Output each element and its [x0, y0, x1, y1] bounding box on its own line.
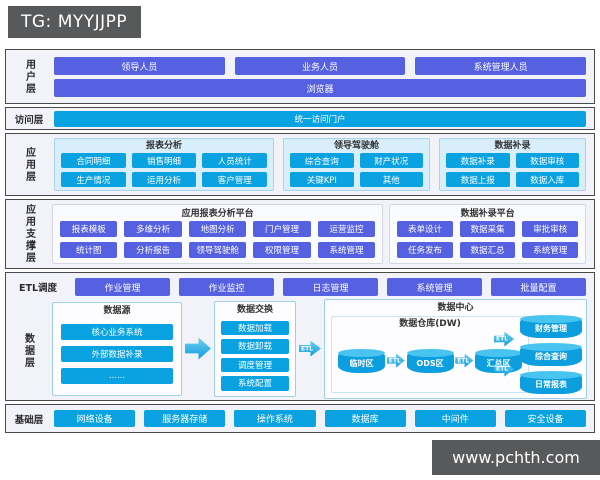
support-item: 系统管理 [522, 242, 578, 258]
etl-schedule-row: ETL调度 作业管理 作业监控 日志管理 系统管理 批量配置 [10, 278, 586, 296]
app-item: 合同明细 [61, 153, 126, 168]
support-item: 任务发布 [397, 242, 453, 258]
exchange-item: 数据加载 [221, 320, 289, 335]
support-item: 领导驾驶舱 [188, 242, 247, 258]
access-layer-label: 访问层 [14, 114, 44, 126]
app-item: 关键KPI [290, 172, 354, 187]
data-warehouse-box: 数据仓库(DW) 临时区 ETL ODS区 ETL 汇总区 [331, 315, 529, 393]
support-item: 数据汇总 [459, 242, 516, 258]
output-cylinder: 综合查询 [520, 342, 582, 366]
support-item: 统计图 [60, 242, 118, 258]
output-cylinder: 日常报表 [520, 370, 582, 394]
app-layer-label: 应用层 [23, 146, 35, 183]
top-watermark: TG: MYYJJPP [8, 6, 141, 38]
support-item: 表单设计 [397, 221, 453, 237]
source-item: 核心业务系统 [61, 323, 173, 340]
support-item: 报表模板 [60, 221, 118, 237]
app-item: 数据补录 [446, 153, 510, 168]
etl-arrow-icon: ETL [386, 353, 405, 368]
exchange-item: 数据卸载 [221, 339, 289, 354]
base-item: 中间件 [414, 410, 496, 427]
app-item: 运用分析 [131, 172, 197, 187]
flow-arrow-icon [185, 337, 211, 360]
base-item: 操作系统 [234, 410, 316, 427]
group-data-supplement: 数据补录 数据补录 数据审核 数据上报 数据入库 [439, 138, 586, 191]
layer-base: 基础层 网络设备 服务器存储 操作系统 数据库 中间件 安全设备 [5, 404, 595, 433]
data-exchange-box: 数据交换 数据加载 数据卸载 调度管理 系统配置 [214, 300, 296, 397]
group-leader-cockpit: 领导驾驶舱 综合查询 财产状况 关键KPI 其他 [283, 138, 431, 191]
base-layer-label: 基础层 [14, 414, 44, 426]
base-item: 安全设备 [504, 410, 587, 427]
etl-item: 日志管理 [283, 278, 378, 296]
app-item: 其他 [359, 172, 424, 187]
output-cylinder: 财务管理 [520, 314, 582, 338]
layer-support: 应用支撑层 应用报表分析平台 报表模板 多维分析 地图分析 门户管理 运营监控 … [5, 199, 595, 269]
data-center-box: 数据中心 数据仓库(DW) 临时区 ETL ODS区 ETL 汇总区 ETL E… [324, 298, 587, 399]
unified-portal-bar: 统一访问门户 [54, 111, 586, 127]
support-item: 系统管理 [317, 242, 376, 258]
bottom-watermark: www.pchth.com [432, 440, 600, 475]
exchange-item: 调度管理 [221, 357, 289, 372]
warehouse-zone-cylinder: 临时区 [338, 349, 385, 373]
support-item: 审批审核 [522, 221, 578, 237]
role-admin: 系统管理人员 [415, 57, 587, 75]
support-item: 运营监控 [317, 221, 376, 237]
data-source-box: 数据源 核心业务系统 外部数据补录 ...... [52, 301, 182, 396]
etl-arrow-icon: ETL [455, 353, 474, 368]
source-item: ...... [61, 367, 173, 384]
base-item: 网络设备 [54, 410, 136, 427]
etl-item: 作业管理 [75, 278, 170, 296]
platform-data-supplement: 数据补录平台 表单设计 数据采集 审批审核 任务发布 数据汇总 系统管理 [389, 204, 586, 264]
platform-report-analysis: 应用报表分析平台 报表模板 多维分析 地图分析 门户管理 运营监控 统计图 分析… [52, 204, 384, 264]
browser-bar: 浏览器 [54, 79, 586, 97]
role-business: 业务人员 [234, 57, 406, 75]
support-item: 门户管理 [253, 221, 311, 237]
app-item: 数据审核 [515, 153, 579, 168]
support-item: 数据采集 [459, 221, 516, 237]
app-item: 财产状况 [359, 153, 424, 168]
app-item: 数据上报 [446, 172, 510, 187]
layer-user: 用户层 领导人员 业务人员 系统管理人员 浏览器 [5, 49, 595, 104]
app-item: 销售明细 [131, 153, 197, 168]
etl-item: 作业监控 [179, 278, 274, 296]
app-item: 人员统计 [202, 153, 268, 168]
support-item: 权限管理 [253, 242, 311, 258]
data-layer-label: 数据层 [22, 332, 34, 369]
exchange-item: 系统配置 [221, 376, 289, 391]
layer-data: ETL调度 作业管理 作业监控 日志管理 系统管理 批量配置 数据层 数据源 核… [5, 272, 595, 401]
support-item: 分析报告 [124, 242, 182, 258]
group-report-analysis: 报表分析 合同明细 销售明细 人员统计 生产情况 运用分析 客户管理 [54, 138, 275, 191]
base-item: 数据库 [324, 410, 406, 427]
warehouse-zone-cylinder: ODS区 [406, 349, 454, 373]
user-layer-label: 用户层 [23, 58, 35, 95]
role-leader: 领导人员 [54, 57, 225, 75]
warehouse-zone-cylinder: 汇总区 [475, 349, 522, 373]
app-item: 综合查询 [290, 153, 354, 168]
app-item: 客户管理 [202, 172, 268, 187]
layer-access: 访问层 统一访问门户 [5, 107, 595, 130]
base-item: 服务器存储 [144, 410, 226, 427]
support-item: 地图分析 [188, 221, 247, 237]
source-item: 外部数据补录 [61, 345, 173, 362]
app-item: 生产情况 [61, 172, 126, 187]
etl-arrow-icon: ETL [494, 331, 514, 347]
etl-item: 系统管理 [387, 278, 482, 296]
support-layer-label: 应用支撑层 [23, 204, 35, 264]
etl-arrow-icon: ETL [299, 340, 321, 357]
layer-application: 应用层 报表分析 合同明细 销售明细 人员统计 生产情况 运用分析 客户管理 领… [5, 133, 595, 196]
etl-schedule-label: ETL调度 [18, 283, 58, 294]
etl-item: 批量配置 [491, 278, 586, 296]
support-item: 多维分析 [124, 221, 182, 237]
app-item: 数据入库 [515, 172, 579, 187]
